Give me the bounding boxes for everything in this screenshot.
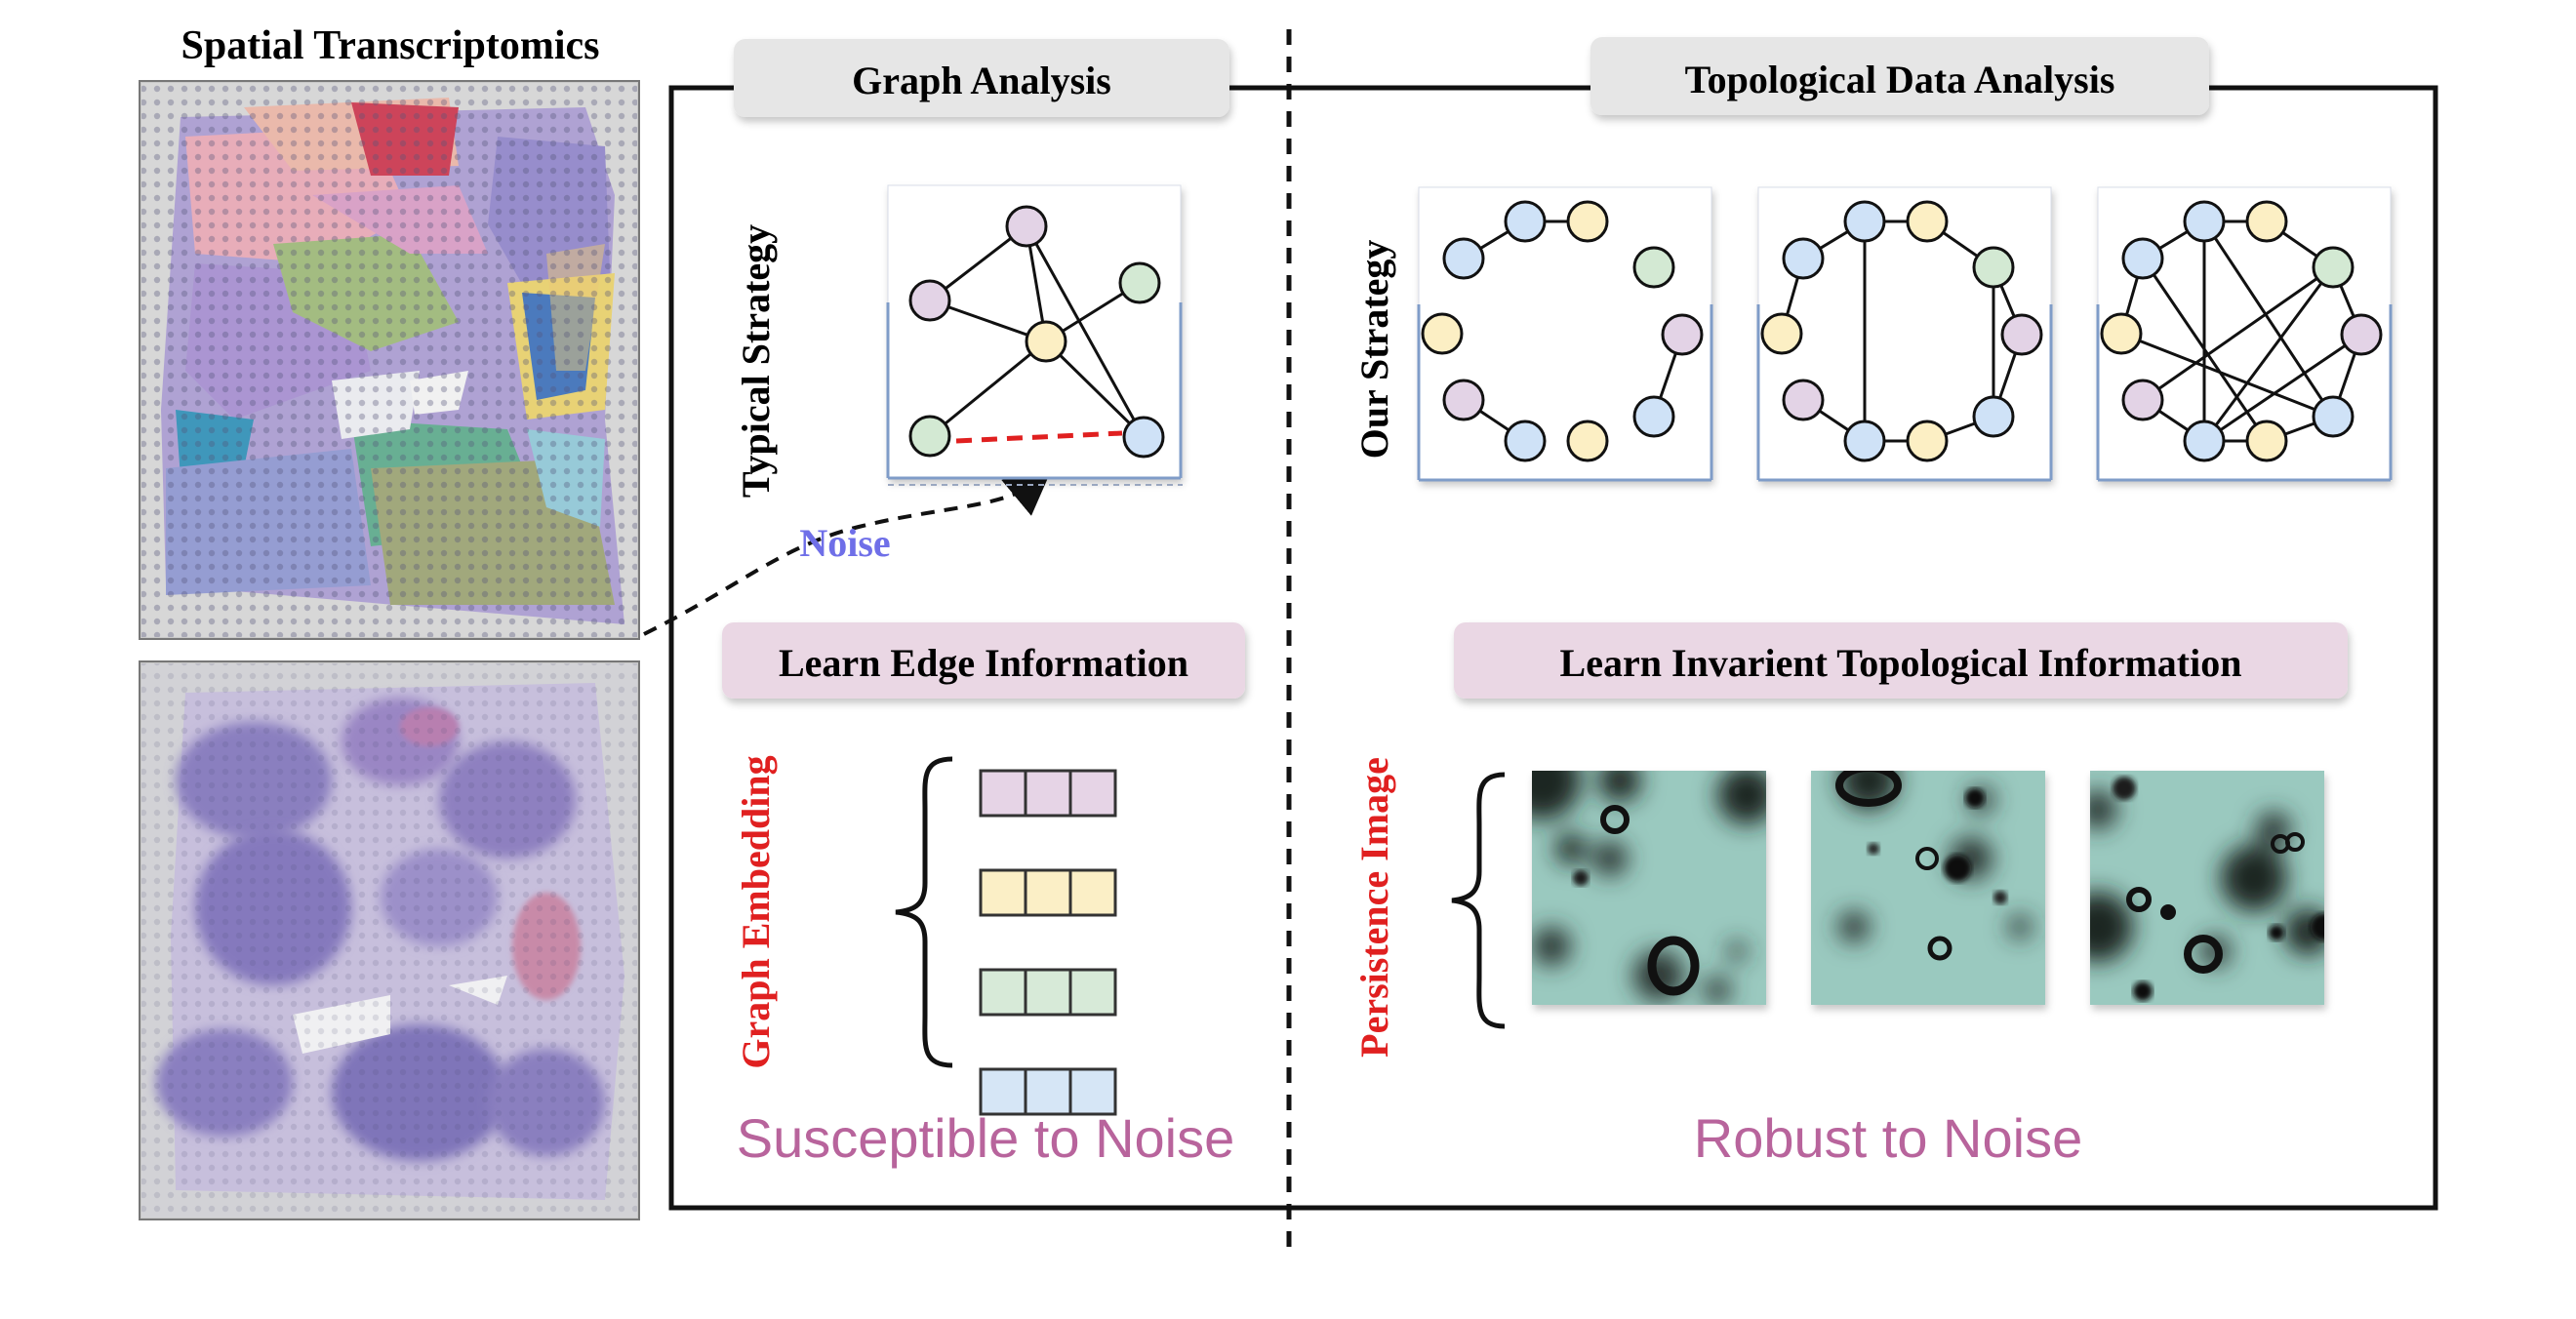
dashed-connector-arrow [643, 467, 1053, 636]
embedding-cell [1024, 868, 1072, 917]
spatial-transcriptomics-image [139, 80, 640, 640]
persistence-brace [1451, 772, 1506, 1029]
susceptible-to-noise-text: Susceptible to Noise [737, 1107, 1235, 1169]
filtration-graph-1 [1417, 186, 1713, 482]
embedding-row [979, 1067, 1117, 1116]
embedding-cell [1068, 868, 1117, 917]
he-stained-tissue-image [139, 660, 640, 1220]
main-frame [668, 85, 2438, 1211]
our-strategy-label: Our Strategy [1352, 240, 1396, 460]
embedding-cell [979, 968, 1027, 1017]
noise-edge [955, 430, 1123, 444]
spatial-transcriptomics-title: Spatial Transcriptomics [181, 23, 600, 68]
embedding-row [979, 968, 1117, 1017]
graph-embedding-label: Graph Embedding [734, 755, 778, 1068]
typical-strategy-graph [886, 184, 1183, 486]
svg-text:Topological Data Analysis: Topological Data Analysis [1685, 58, 2115, 101]
learn-invariant-topological-box: Learn Invarient Topological Information [1454, 622, 2348, 699]
embedding-cell [1024, 769, 1072, 818]
embedding-cell [1068, 1067, 1117, 1116]
svg-text:Graph Analysis: Graph Analysis [852, 59, 1111, 102]
persistence-image-label: Persistence Image [1352, 757, 1396, 1058]
embedding-row [979, 868, 1117, 917]
embedding-cell [979, 769, 1027, 818]
embedding-cell [1068, 968, 1117, 1017]
svg-text:Learn Invarient Topological In: Learn Invarient Topological Information [1560, 641, 2242, 685]
embedding-row [979, 769, 1117, 818]
embedding-cell [1024, 968, 1072, 1017]
learn-edge-information-box: Learn Edge Information [722, 622, 1245, 699]
persistence-image-2 [1811, 771, 2045, 1005]
filtration-graph-3 [2096, 186, 2393, 482]
noise-label: Noise [799, 521, 890, 565]
embedding-cell [979, 868, 1027, 917]
embedding-cell [979, 1067, 1027, 1116]
embedding-brace [895, 756, 953, 1068]
robust-to-noise-text: Robust to Noise [1694, 1107, 2082, 1169]
graph-analysis-header: Graph Analysis [734, 39, 1229, 117]
typical-strategy-label: Typical Strategy [734, 224, 778, 498]
embedding-cell [1024, 1067, 1072, 1116]
svg-text:Learn Edge Information: Learn Edge Information [779, 641, 1188, 685]
persistence-image-1 [1532, 771, 1766, 1005]
tda-header: Topological Data Analysis [1590, 37, 2209, 115]
embedding-matrix [979, 769, 1117, 1116]
filtration-graph-2 [1756, 186, 2053, 482]
persistence-image-3 [2090, 771, 2324, 1005]
embedding-cell [1068, 769, 1117, 818]
